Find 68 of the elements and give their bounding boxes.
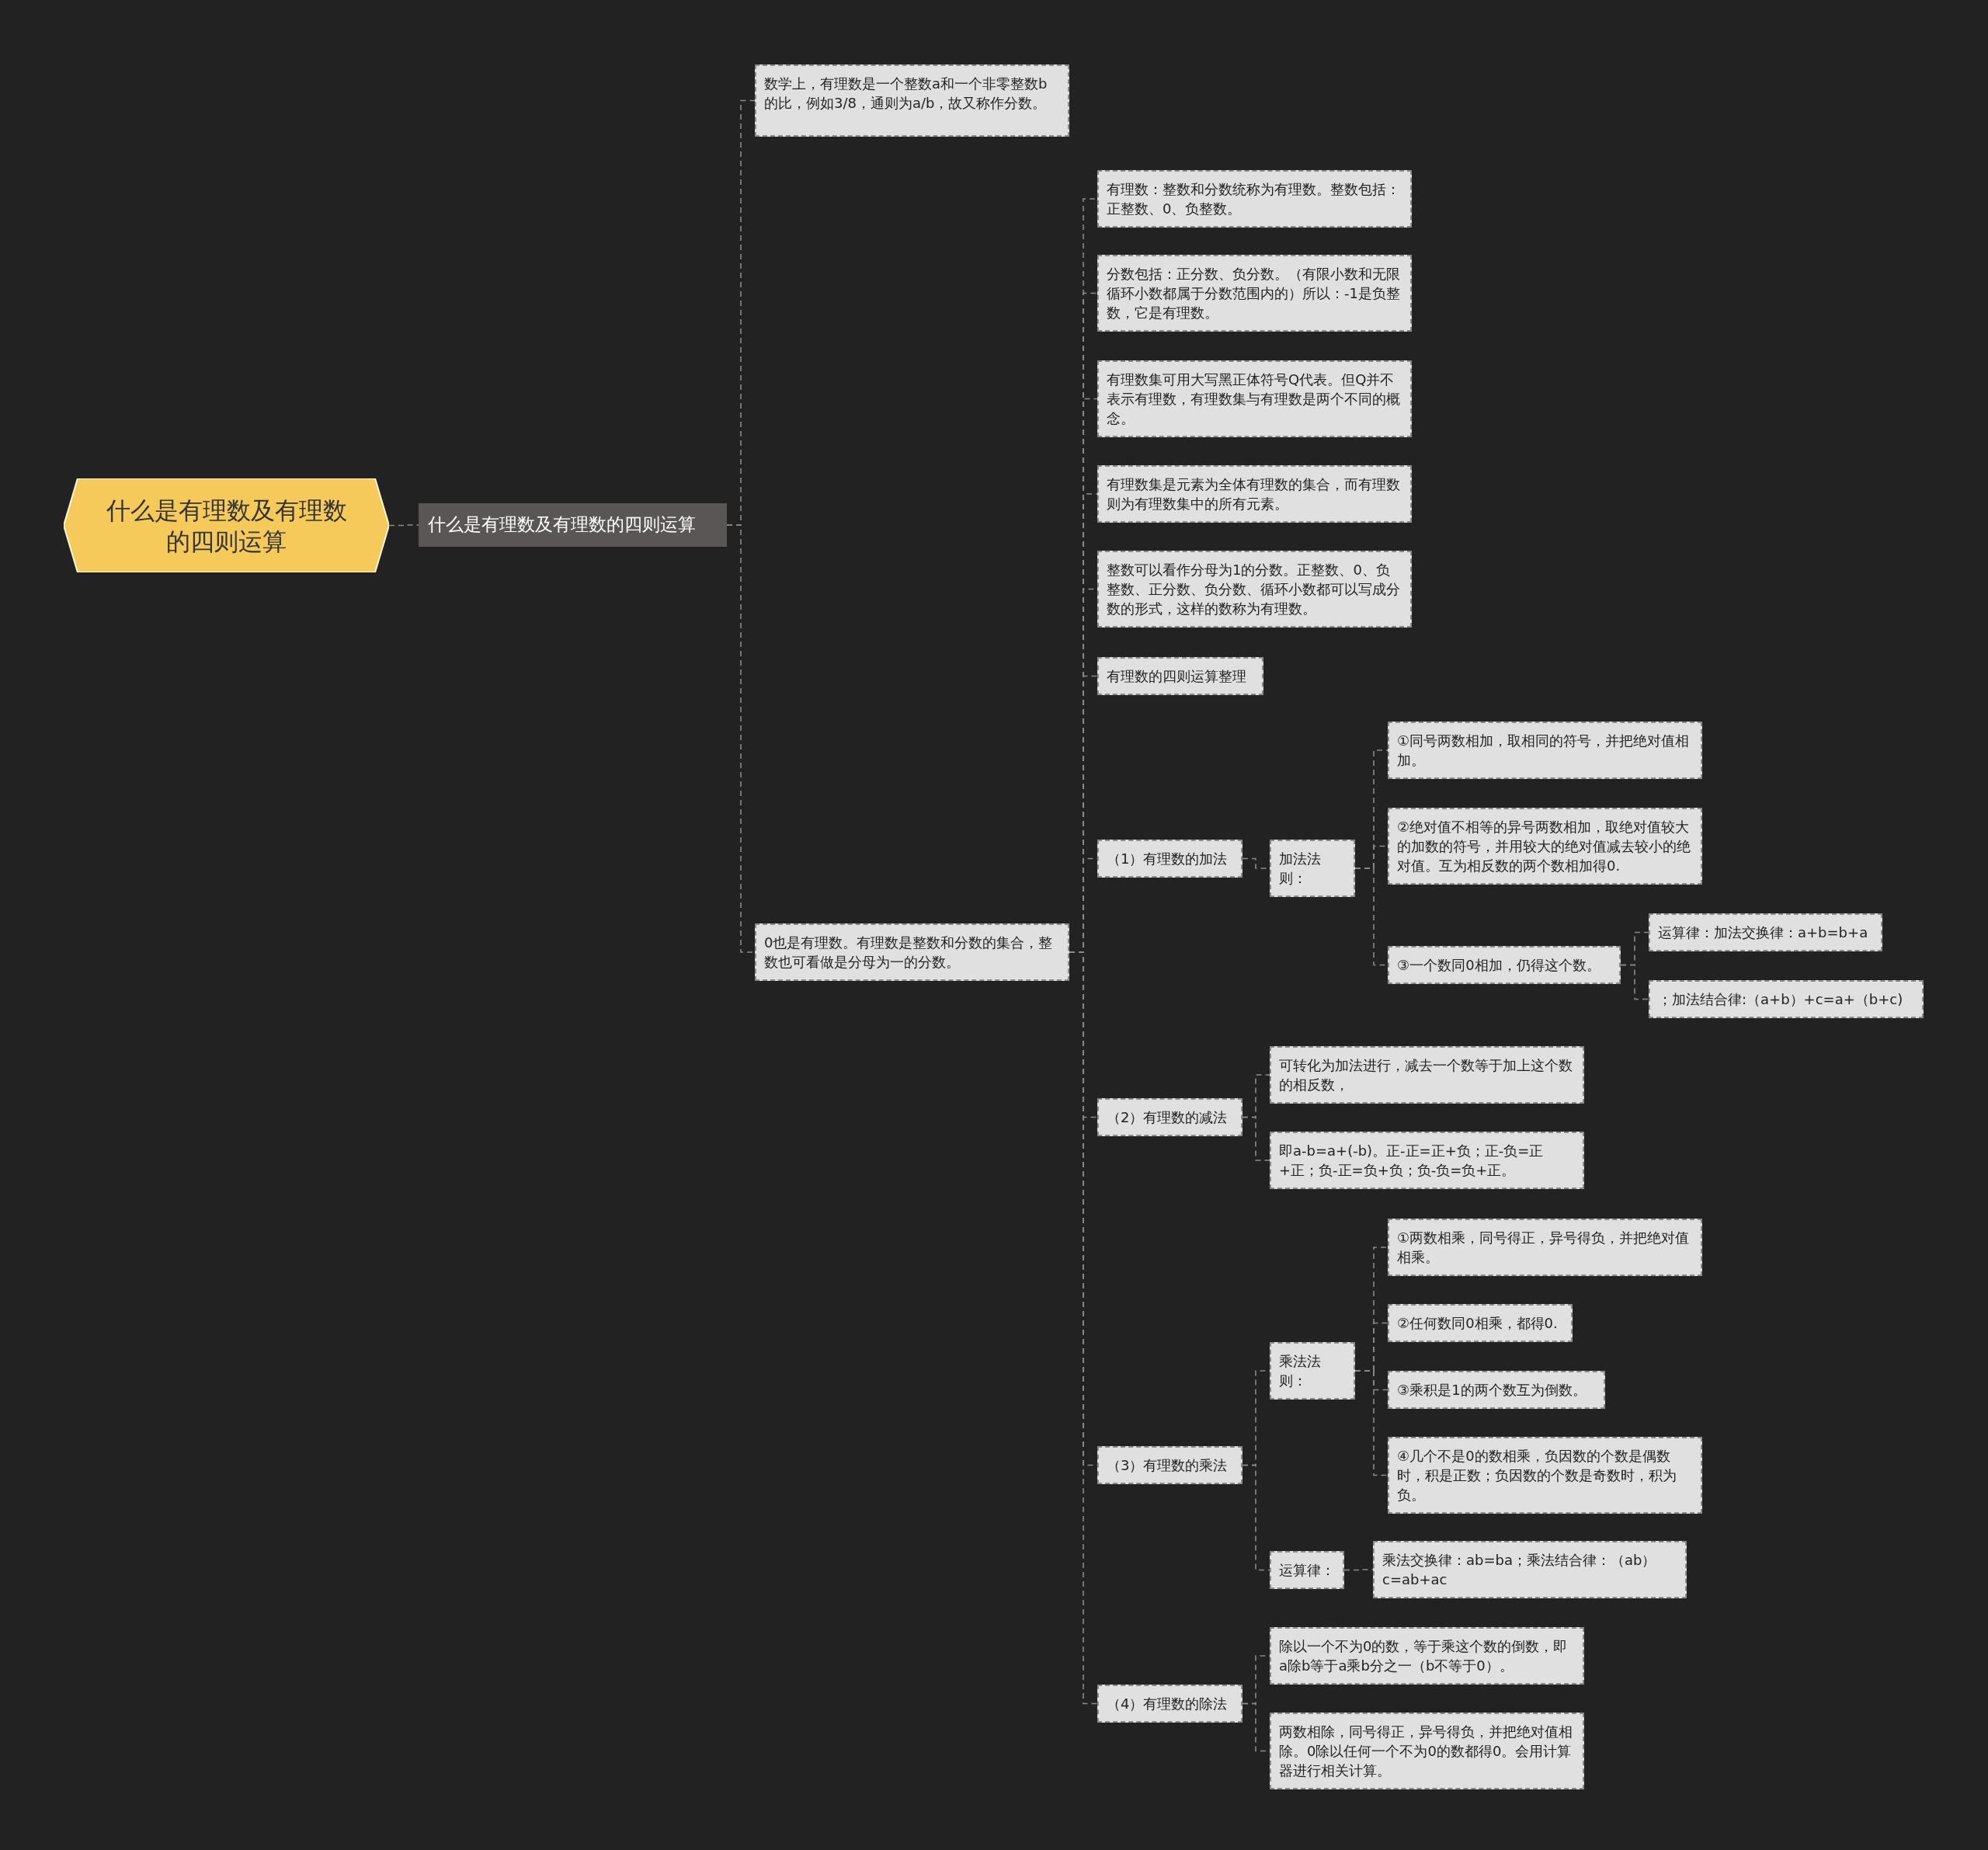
topic-box [1270,1551,1344,1589]
topic-box [1097,1446,1242,1484]
topic-box [1270,1713,1584,1789]
topic-box [1097,551,1412,628]
topic-text: 两数相除，同号得正，异号得负，并把绝对值相除。0除以任何一个不为0的数都得0。会用计算器进行相关计算。 [1279,1723,1573,1780]
topic-box [1097,360,1412,437]
topic-box [1270,1627,1584,1685]
topic-box [1388,1304,1573,1342]
topic-text: 加法法则： [1279,850,1322,888]
topic-text: 有理数集是元素为全体有理数的集合，而有理数则为有理数集中的所有元素。 [1107,475,1401,513]
topic-text: 什么是有理数及有理数的四则运算 [105,495,348,557]
topic-box [1373,1541,1687,1598]
topic-text: 有理数的四则运算整理 [1107,667,1247,686]
topic-box [755,64,1069,137]
topic-box [1388,1219,1702,1276]
topic-text: （3）有理数的乘法 [1107,1456,1229,1475]
topic-text: 整数可以看作分母为1的分数。正整数、0、负整数、正分数、负分数、循环小数都可以写成分数的形式，这样的数称为有理数。 [1107,561,1401,618]
topic-box [1097,465,1412,523]
topic-text: （4）有理数的除法 [1107,1695,1229,1713]
topic-box [1097,657,1263,695]
topic-text: ①两数相乘，同号得正，异号得负，并把绝对值相乘。 [1397,1229,1691,1267]
topic-box [1097,840,1242,878]
central-topic-hexagon [64,478,389,572]
topic-box [1388,722,1702,779]
topic-text: ③一个数同0相加，仍得这个数。 [1397,956,1601,975]
topic-text: 有理数集可用大写黑正体符号Q代表。但Q并不表示有理数，有理数集与有理数是两个不同的概念。 [1107,370,1401,428]
topic-text: ②任何数同0相乘，都得0. [1397,1314,1559,1333]
topic-box [1097,170,1412,228]
topic-text: （2）有理数的减法 [1107,1108,1229,1127]
topic-box [1270,840,1355,897]
topic-text: ④几个不是0的数相乘，负因数的个数是偶数时，积是正数；负因数的个数是奇数时，积为负。 [1397,1447,1677,1504]
connector-line [1343,1569,1374,1571]
connector-line [1242,1116,1270,1161]
topic-text: 可转化为加法进行，减去一个数等于加上这个数的相反数， [1279,1056,1573,1094]
topic-text: ③乘积是1的两个数互为倒数。 [1397,1381,1587,1400]
connector-line [1242,1464,1270,1571]
topic-box [1649,980,1924,1018]
topic-text: 数学上，有理数是一个整数a和一个非零整数b的比，例如3/8，通则为a/b，故又称作分数。 [764,75,1048,113]
main-topic-box [419,503,727,547]
topic-text: 乘法法则： [1279,1352,1322,1390]
topic-text: 除以一个不为0的数，等于乘这个数的倒数，即a除b等于a乘b分之一（b不等于0）。 [1279,1637,1569,1675]
connector-line [388,524,419,527]
topic-box [1649,913,1882,951]
topic-text: 运算律：加法交换律：a+b=b+a [1658,923,1869,942]
topic-text: 乘法交换律：ab=ba；乘法结合律：（ab）c=ab+ac [1382,1551,1657,1589]
topic-box [1270,1046,1584,1104]
topic-box [1270,1132,1584,1189]
topic-box [1097,1098,1242,1136]
topic-box [1388,808,1702,885]
topic-box [1097,255,1412,332]
topic-box [1097,1685,1242,1723]
topic-box [1388,1371,1605,1409]
topic-text: 即a-b=a+(-b)。正-正=正+负；正-负=正+正；负-正=负+负；负-负=负+正。 [1279,1142,1545,1180]
topic-text: 运算律： [1279,1561,1335,1580]
topic-text: ②绝对值不相等的异号两数相加，取绝对值较大的加数的符号，并用较大的绝对值减去较小的绝对值。互为相反数的两个数相加得0. [1397,818,1691,875]
topic-box [1388,1437,1702,1514]
topic-box [1388,946,1621,984]
topic-text: 什么是有理数及有理数的四则运算 [428,513,697,536]
topic-text: ；加法结合律:（a+b）+c=a+（b+c) [1658,990,1904,1009]
topic-text: 0也是有理数。有理数是整数和分数的集合，整数也可看做是分母为一的分数。 [764,934,1054,972]
topic-text: 分数包括：正分数、负分数。（有限小数和无限循环小数都属于分数范围内的）所以：-1是负整数，它是有理数。 [1107,265,1401,322]
topic-text: （1）有理数的加法 [1107,850,1229,868]
topic-box [1270,1342,1355,1400]
connector-line [1620,964,1649,1000]
topic-box [755,923,1069,981]
topic-text: 有理数：整数和分数统称为有理数。整数包括：正整数、0、负整数。 [1107,180,1401,218]
topic-text: ①同号两数相加，取相同的符号，并把绝对值相加。 [1397,732,1691,770]
connector-line [1354,1370,1388,1476]
